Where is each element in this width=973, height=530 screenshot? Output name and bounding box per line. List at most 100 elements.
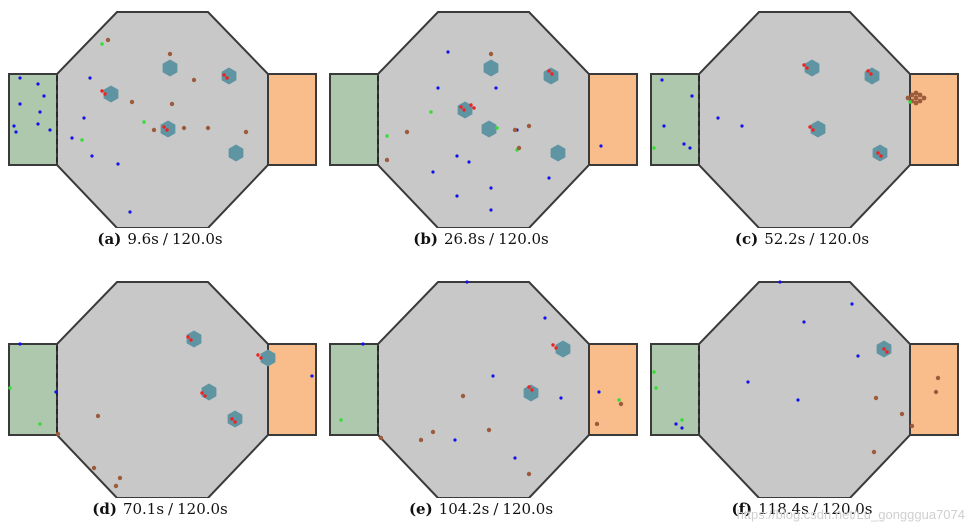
green-agent-dot (385, 134, 389, 138)
watermark: https://blog.csdn.net/Lu_gongggua7074 (736, 507, 965, 522)
blue-agent-dot (36, 122, 40, 126)
brown-item-dot (205, 125, 211, 131)
blue-agent-dot (856, 354, 860, 358)
blue-agent-dot (48, 128, 52, 132)
blue-agent-dot (559, 396, 563, 400)
blue-agent-dot (682, 142, 686, 146)
blue-agent-dot (688, 146, 692, 150)
blue-agent-dot (662, 124, 666, 128)
green-agent-dot (429, 110, 433, 114)
brown-item-dot (105, 37, 111, 43)
blue-agent-dot (436, 86, 440, 90)
red-agent-dot (802, 63, 806, 67)
blue-agent-dot (850, 302, 854, 306)
hexagon-obstacle (550, 144, 566, 162)
arena-octagon (377, 11, 590, 228)
brown-item-dot (618, 401, 624, 407)
arena-canvas (8, 11, 317, 228)
left-zone (8, 343, 58, 436)
blue-agent-dot (489, 186, 493, 190)
blue-agent-dot (128, 210, 132, 214)
brown-item-dot (909, 92, 915, 98)
left-zone (650, 73, 700, 166)
panel-c: (c)52.2s/120.0s (642, 0, 962, 260)
red-agent-dot (103, 92, 107, 96)
hexagon-obstacle (228, 144, 244, 162)
green-agent-dot (617, 398, 621, 402)
red-agent-dot (162, 125, 166, 129)
hexagon-obstacle (483, 59, 499, 77)
panel-b: (b)26.8s/120.0s (321, 0, 641, 260)
brown-item-dot (113, 483, 119, 489)
panel-d: (d)70.1s/120.0s (0, 270, 320, 530)
brown-item-dot (909, 423, 915, 429)
brown-item-dot (594, 421, 600, 427)
brown-item-dot (512, 127, 518, 133)
blue-agent-dot (453, 438, 457, 442)
panel-e: (e)104.2s/120.0s (321, 270, 641, 530)
brown-item-dot (95, 413, 101, 419)
green-agent-dot (652, 146, 656, 150)
green-agent-dot (680, 418, 684, 422)
green-agent-dot (652, 370, 656, 374)
blue-agent-dot (54, 390, 58, 394)
green-agent-dot (38, 422, 42, 426)
brown-item-dot (167, 51, 173, 57)
right-zone (267, 343, 317, 436)
brown-item-dot (378, 435, 384, 441)
red-agent-dot (530, 388, 534, 392)
green-agent-dot (339, 418, 343, 422)
caption-a: (a)9.6s/120.0s (97, 230, 223, 248)
blue-agent-dot (18, 342, 22, 346)
right-zone (267, 73, 317, 166)
hexagon-obstacle (543, 67, 559, 85)
red-agent-dot (233, 420, 237, 424)
green-agent-dot (654, 386, 658, 390)
brown-item-dot (935, 375, 941, 381)
brown-item-dot (191, 77, 197, 83)
brown-item-dot (418, 437, 424, 443)
blue-agent-dot (547, 176, 551, 180)
red-agent-dot (550, 72, 554, 76)
red-agent-dot (551, 343, 555, 347)
blue-agent-dot (38, 110, 42, 114)
brown-item-dot (91, 465, 97, 471)
blue-agent-dot (36, 82, 40, 86)
red-agent-dot (222, 73, 226, 77)
red-agent-dot (554, 346, 558, 350)
right-zone (588, 343, 638, 436)
right-zone (909, 343, 959, 436)
blue-agent-dot (14, 130, 18, 134)
hexagon-obstacle (481, 120, 497, 138)
green-agent-dot (8, 386, 12, 390)
blue-agent-dot (465, 280, 469, 284)
left-zone (329, 343, 379, 436)
red-agent-dot (459, 105, 463, 109)
blue-agent-dot (680, 426, 684, 430)
brown-item-dot (151, 127, 157, 133)
hexagon-obstacle (523, 384, 539, 402)
arena-octagon (377, 281, 590, 498)
green-agent-dot (80, 138, 84, 142)
hexagon-obstacle (221, 67, 237, 85)
red-agent-dot (876, 151, 880, 155)
red-agent-dot (885, 350, 889, 354)
right-zone (909, 73, 959, 166)
brown-item-dot (917, 98, 923, 104)
left-zone (650, 343, 700, 436)
brown-item-dot (913, 100, 919, 106)
hexagon-obstacle (872, 144, 888, 162)
brown-item-dot (460, 393, 466, 399)
blue-agent-dot (796, 398, 800, 402)
red-agent-dot (186, 335, 190, 339)
right-zone (588, 73, 638, 166)
arena-canvas (329, 11, 638, 228)
brown-item-dot (873, 395, 879, 401)
red-agent-dot (203, 394, 207, 398)
blue-agent-dot (778, 280, 782, 284)
red-agent-dot (808, 125, 812, 129)
green-agent-dot (142, 120, 146, 124)
brown-item-dot (55, 431, 61, 437)
brown-item-dot (871, 449, 877, 455)
brown-item-dot (526, 471, 532, 477)
